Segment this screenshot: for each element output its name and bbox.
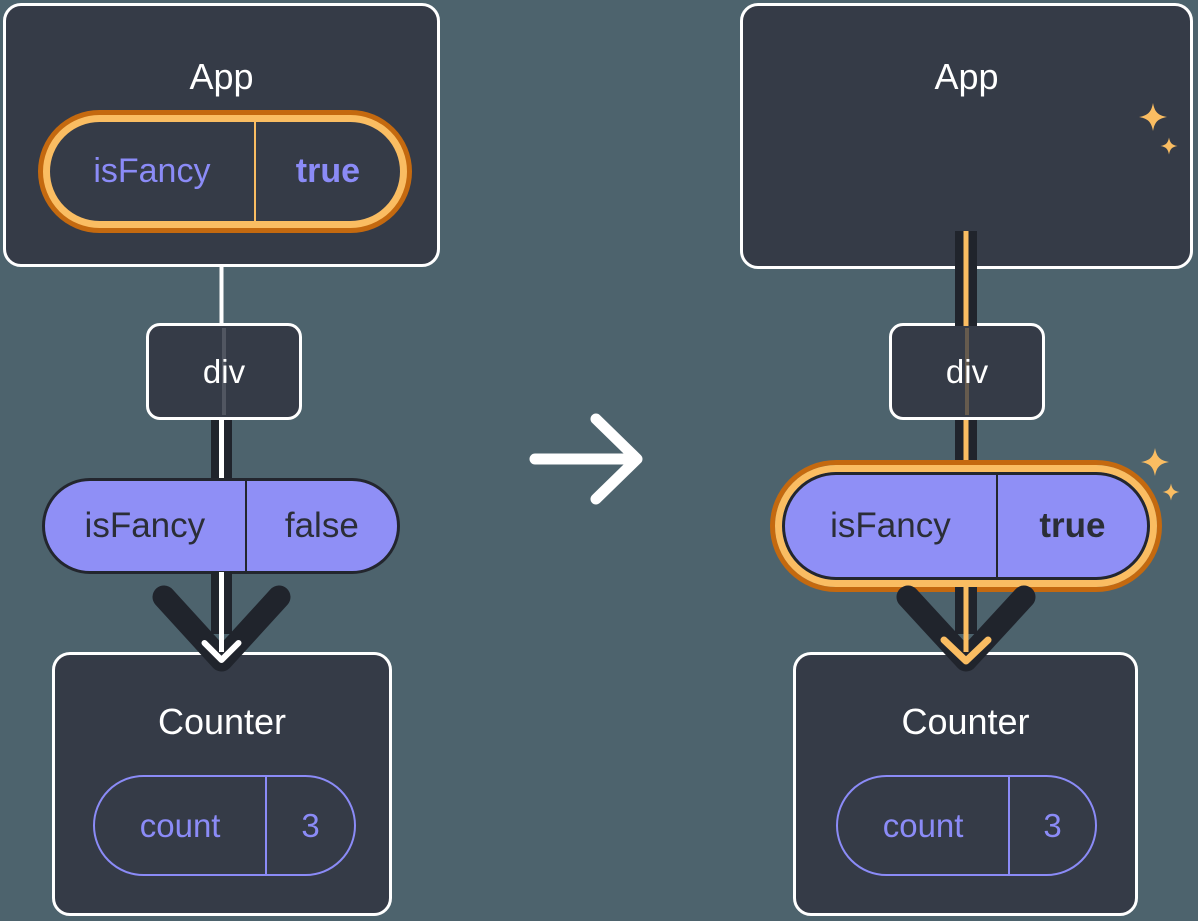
counter-component-box-after: Counter count 3 <box>793 652 1138 916</box>
counter-component-box-before: Counter count 3 <box>52 652 392 916</box>
prop-flow-arrow-before <box>152 572 291 672</box>
counter-state-pill-before: count 3 <box>93 775 356 876</box>
prop-value-label: false <box>284 506 359 545</box>
pass-through-line <box>965 328 969 415</box>
state-name-label: count <box>838 777 1011 874</box>
state-value-label: 3 <box>1043 806 1062 844</box>
app-title: App <box>189 56 254 97</box>
app-state-pill-after-highlighted: isFancy true <box>43 115 407 228</box>
app-component-box-after: App <box>740 3 1193 269</box>
passed-prop-pill-after-highlighted: isFancy true <box>775 465 1157 587</box>
div-label: div <box>945 352 989 390</box>
div-node-box-after: div <box>889 323 1045 420</box>
app-title: App <box>934 56 999 97</box>
counter-title: Counter <box>157 701 287 742</box>
prop-value-label: true <box>1039 506 1106 545</box>
state-name-label: count <box>95 777 268 874</box>
div-node-box-before: div <box>146 323 302 420</box>
prop-name-label: isFancy <box>45 481 247 571</box>
pass-through-line <box>222 328 226 415</box>
prop-name-label: isFancy <box>785 475 998 577</box>
prop-flow-arrow-after <box>896 585 1036 672</box>
div-label: div <box>202 352 246 390</box>
state-name-label: isFancy <box>50 122 256 221</box>
counter-title: Counter <box>901 701 1030 742</box>
passed-prop-pill-before: isFancy false <box>42 478 400 574</box>
counter-state-pill-after: count 3 <box>836 775 1097 876</box>
state-value-label: true <box>295 152 360 190</box>
state-value-label: 3 <box>301 806 320 844</box>
arrow-right-icon <box>529 413 643 505</box>
